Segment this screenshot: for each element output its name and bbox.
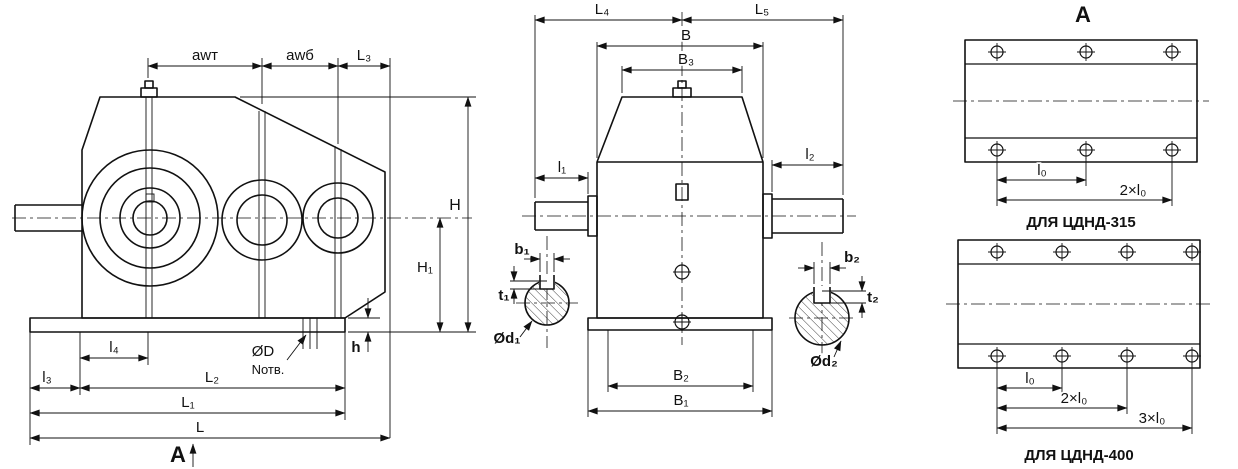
left-shaft-section: b₁ t₁ Ød₁ bbox=[492, 236, 578, 349]
d2-leader-line bbox=[833, 340, 842, 358]
dim-label-l4: l₄ bbox=[109, 339, 118, 356]
bolt-holes-315 bbox=[988, 43, 1181, 159]
dim-label-L5: L₅ bbox=[755, 1, 769, 18]
dim-label-d1: Ød₁ bbox=[493, 330, 520, 347]
extension-lines-bottom bbox=[29, 332, 346, 445]
front-housing-outline bbox=[596, 96, 764, 319]
extension-lines-top bbox=[147, 58, 391, 438]
dim-label-b2: b₂ bbox=[844, 249, 860, 266]
dim-label-2xl0-400: 2×l₀ bbox=[1061, 390, 1088, 407]
d1-leader-line bbox=[519, 320, 533, 338]
dim-label-H: H bbox=[449, 197, 461, 214]
hole-leader-line bbox=[286, 334, 307, 361]
stud-lines bbox=[145, 97, 342, 318]
dim-label-l2: l₂ bbox=[805, 146, 814, 163]
dim-label-2xl0-315: 2×l₀ bbox=[1120, 182, 1147, 199]
view-a-title: A bbox=[1075, 2, 1091, 27]
dim-label-B2: B₂ bbox=[673, 367, 689, 384]
dim-label-B3: B₃ bbox=[678, 51, 694, 68]
right-shaft-section: b₂ t₂ Ød₂ bbox=[789, 242, 881, 372]
dim-label-l0-400: l₀ bbox=[1025, 370, 1035, 387]
dim-label-d2: Ød₂ bbox=[810, 353, 838, 370]
side-view: awт awб L₃ H H₁ l₄ l₃ L₂ L₁ L h ØD Nотв.… bbox=[12, 45, 476, 469]
dim-label-B1: B₁ bbox=[673, 392, 688, 409]
dim-label-b1: b₁ bbox=[514, 241, 529, 258]
dim-label-hole-count: Nотв. bbox=[252, 362, 285, 377]
caption-400: ДЛЯ ЦДНД-400 bbox=[1024, 447, 1133, 464]
dim-label-awt: awт bbox=[192, 47, 218, 64]
dim-label-L2: L₂ bbox=[205, 369, 219, 386]
intermediate-bearing-circles bbox=[221, 179, 303, 261]
base-bolt-holes bbox=[302, 318, 318, 349]
dim-label-B: B bbox=[681, 27, 691, 44]
dim-label-t1: t₁ bbox=[498, 287, 509, 304]
bolt-holes-400 bbox=[988, 243, 1201, 365]
front-extension-lines-bottom bbox=[587, 330, 773, 417]
extension-lines-h bbox=[348, 317, 380, 333]
view-arrow-label: A bbox=[170, 442, 186, 467]
caption-315: ДЛЯ ЦДНД-315 bbox=[1026, 214, 1135, 231]
dim-label-l3: l₃ bbox=[42, 369, 51, 386]
dim-label-awb: awб bbox=[286, 47, 314, 64]
breather-plug bbox=[140, 80, 158, 98]
dim-label-l0-315: l₀ bbox=[1037, 162, 1047, 179]
dim-label-L1: L₁ bbox=[181, 394, 194, 411]
dim-label-H1: H₁ bbox=[417, 259, 433, 276]
dim-label-L3: L₃ bbox=[357, 47, 371, 64]
bolt-plate-315: l₀ 2×l₀ ДЛЯ ЦДНД-315 bbox=[953, 39, 1209, 231]
dim-label-t2: t₂ bbox=[867, 289, 879, 306]
top-views: A l₀ 2×l₀ ДЛЯ ЦДНД-315 bbox=[946, 1, 1212, 464]
dim-label-hole-diameter: ØD bbox=[252, 343, 275, 360]
dim-label-L: L bbox=[196, 419, 204, 436]
dim-label-3xl0-400: 3×l₀ bbox=[1139, 410, 1166, 427]
dim-label-l1: l₁ bbox=[558, 159, 566, 176]
extension-lines-B bbox=[596, 42, 764, 158]
base-plate bbox=[29, 317, 346, 333]
dim-label-L4: L₄ bbox=[595, 1, 609, 18]
dim-label-h: h bbox=[351, 339, 360, 356]
gearbox-housing-outline bbox=[81, 96, 386, 319]
front-view: L₄ L₅ B B₃ l₁ l₂ B₂ B₁ b₁ bbox=[492, 0, 881, 417]
bolt-plate-400: l₀ 2×l₀ 3×l₀ ДЛЯ ЦДНД-400 bbox=[946, 239, 1212, 464]
